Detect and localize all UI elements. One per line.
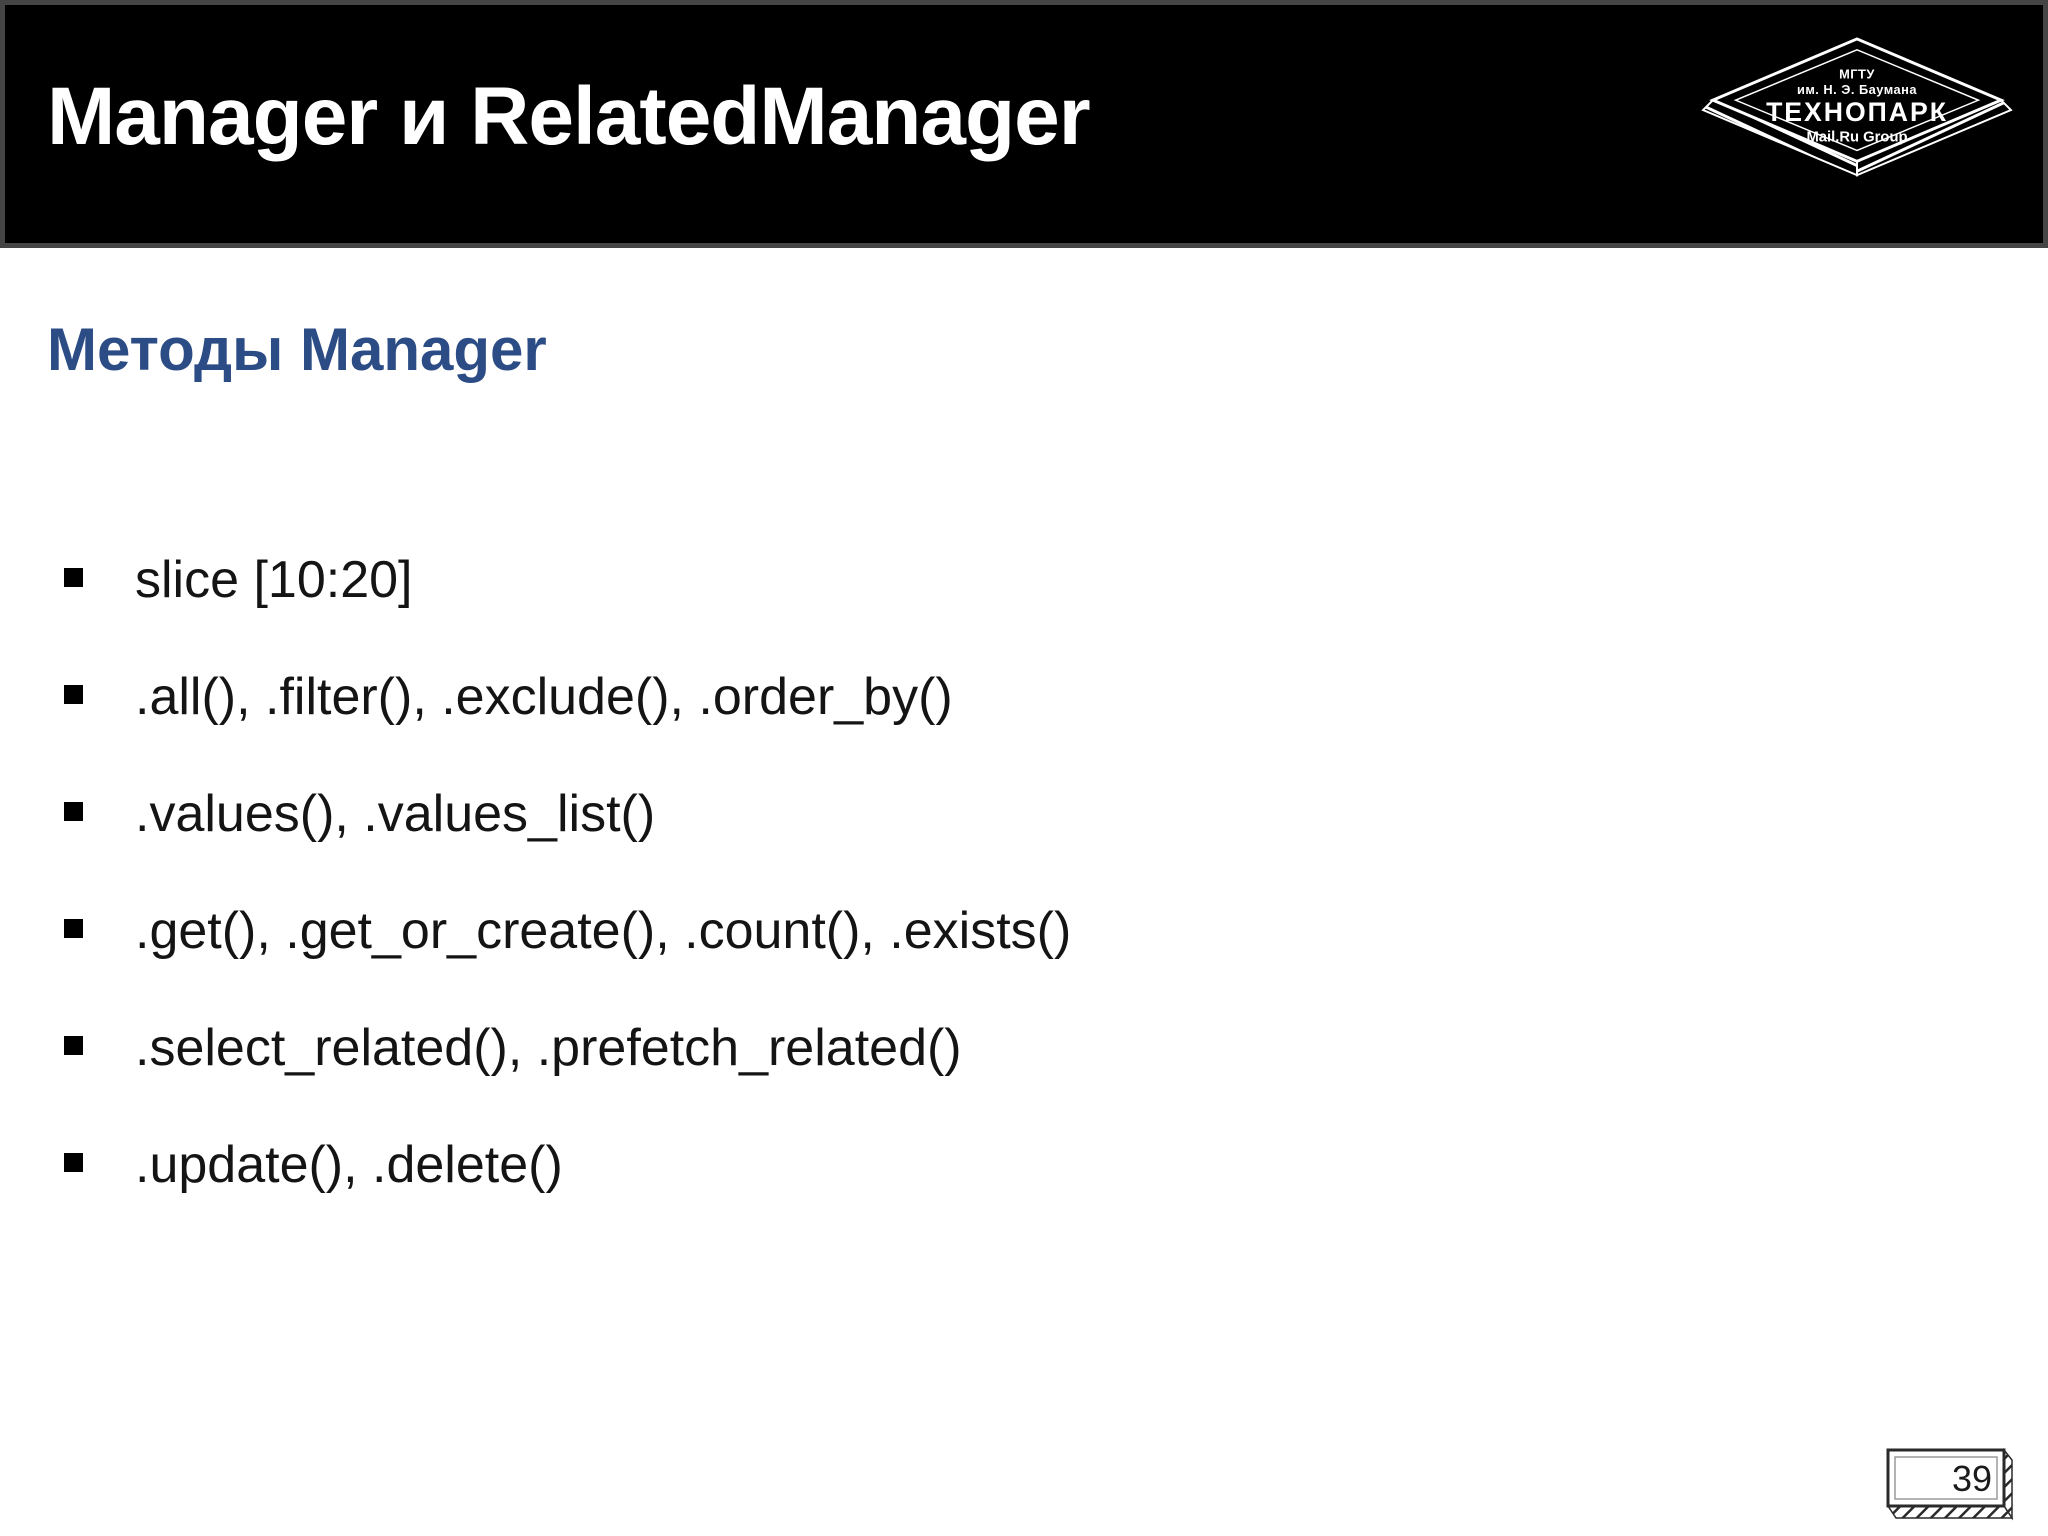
logo-university-text: МГТУ <box>1839 66 1875 81</box>
logo-inner-diamond <box>1733 49 1981 152</box>
section-subtitle: Методы Manager <box>47 316 547 383</box>
list-item: .values(), .values_list() <box>48 786 1071 843</box>
page-number-badge: 39 <box>1886 1448 2014 1521</box>
page-number: 39 <box>1952 1458 1992 1499</box>
badge-depth-bottom <box>1886 1505 2014 1519</box>
bullet-text: .all(), .filter(), .exclude(), .order_by… <box>135 668 953 726</box>
bullet-text: .values(), .values_list() <box>135 785 656 843</box>
list-item: slice [10:20] <box>48 552 1071 609</box>
bullet-text: slice [10:20] <box>135 551 413 609</box>
badge-inner-frame <box>1894 1456 1998 1500</box>
logo-company-text: Mail.Ru Group <box>1806 130 1907 146</box>
technopark-logo-icon: МГТУ им. Н. Э. Баумана ТЕХНОПАРК Mail.Ru… <box>1701 37 2013 177</box>
header-bar: Manager и RelatedManager МГТУ им. <box>0 0 2048 248</box>
bullet-square-icon <box>64 919 83 938</box>
badge-face <box>1886 1448 2006 1508</box>
bullet-list: slice [10:20] .all(), .filter(), .exclud… <box>48 552 1071 1254</box>
list-item: .update(), .delete() <box>48 1137 1071 1194</box>
bullet-text: .select_related(), .prefetch_related() <box>135 1019 962 1077</box>
list-item: .all(), .filter(), .exclude(), .order_by… <box>48 669 1071 726</box>
logo-university-sub-text: им. Н. Э. Баумана <box>1797 82 1917 97</box>
list-item: .select_related(), .prefetch_related() <box>48 1020 1071 1077</box>
bullet-text: .get(), .get_or_create(), .count(), .exi… <box>135 902 1072 960</box>
bullet-text: .update(), .delete() <box>135 1136 563 1194</box>
bullet-square-icon <box>64 1153 83 1172</box>
bullet-square-icon <box>64 568 83 587</box>
logo-name-text: ТЕХНОПАРК <box>1766 97 1948 127</box>
slide-title: Manager и RelatedManager <box>47 71 1091 162</box>
list-item: .get(), .get_or_create(), .count(), .exi… <box>48 903 1071 960</box>
bullet-square-icon <box>64 802 83 821</box>
bullet-square-icon <box>64 1036 83 1055</box>
bullet-square-icon <box>64 685 83 704</box>
logo-outer-diamond <box>1709 37 2005 163</box>
